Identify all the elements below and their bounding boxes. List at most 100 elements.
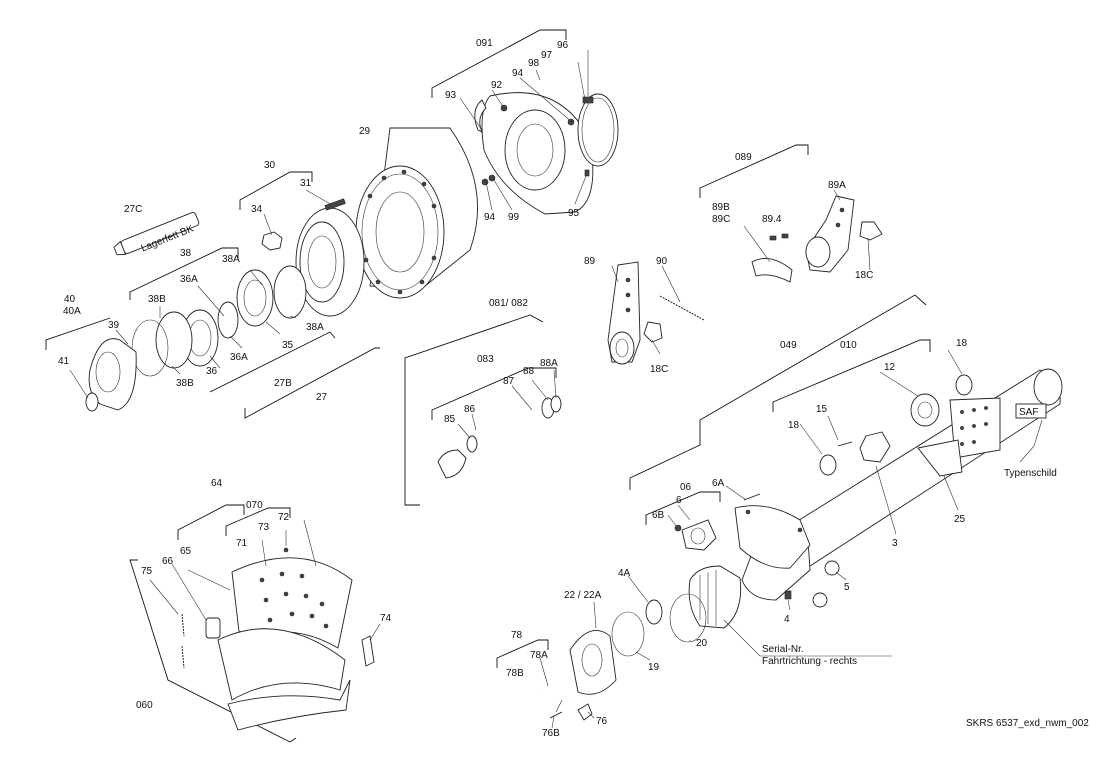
label-38: 38 xyxy=(180,248,192,259)
label-6b: 6B xyxy=(652,510,665,521)
label-27b: 27B xyxy=(274,378,292,389)
label-39: 39 xyxy=(108,320,120,331)
label-38a-lower: 38A xyxy=(306,322,324,333)
axle-beam-049 xyxy=(688,368,1063,629)
label-36a-upper: 36A xyxy=(180,274,198,285)
label-15: 15 xyxy=(816,404,828,415)
label-78a: 78A xyxy=(530,650,548,661)
label-92: 92 xyxy=(491,80,503,91)
label-typenschild: Typenschild xyxy=(1004,468,1057,479)
label-71: 71 xyxy=(236,538,248,549)
label-89a: 89A xyxy=(828,180,846,191)
label-3: 3 xyxy=(892,538,898,549)
label-18c-upper: 18C xyxy=(855,270,873,281)
label-27c: 27C xyxy=(124,204,142,215)
label-6a: 6A xyxy=(712,478,725,489)
label-27: 27 xyxy=(316,392,328,403)
bracket-070 xyxy=(225,507,291,536)
label-049: 049 xyxy=(780,340,797,351)
label-22-22a: 22 / 22A xyxy=(564,590,602,601)
bracket-38 xyxy=(129,247,239,300)
label-12: 12 xyxy=(884,362,896,373)
bracket-081-side xyxy=(404,368,420,506)
label-5: 5 xyxy=(844,582,850,593)
label-31: 31 xyxy=(300,178,312,189)
label-95: 95 xyxy=(568,208,580,219)
label-89c: 89C xyxy=(712,214,730,225)
brake-drum-29 xyxy=(355,127,479,299)
label-06: 06 xyxy=(680,482,692,493)
slack-adjuster-89 xyxy=(607,261,641,365)
label-76b: 76B xyxy=(542,728,560,739)
label-90: 90 xyxy=(656,256,668,267)
label-4: 4 xyxy=(784,614,790,625)
label-089: 089 xyxy=(735,152,752,163)
bearings xyxy=(131,265,307,377)
label-060: 060 xyxy=(136,700,153,711)
bracket-091 xyxy=(431,29,567,98)
bracket-049 xyxy=(629,294,927,490)
label-36a-lower: 36A xyxy=(230,352,248,363)
camshaft-083 xyxy=(437,395,562,479)
label-35: 35 xyxy=(282,340,294,351)
label-85: 85 xyxy=(444,414,456,425)
label-25: 25 xyxy=(954,514,966,525)
brake-shoes-060 xyxy=(181,547,375,731)
label-93: 93 xyxy=(445,90,457,101)
label-serial: Serial-Nr. xyxy=(762,644,804,655)
label-99: 99 xyxy=(508,212,520,223)
label-94b: 94 xyxy=(484,212,496,223)
grease-tube-27c xyxy=(113,211,200,256)
leader-lines xyxy=(69,50,1043,729)
label-010: 010 xyxy=(840,340,857,351)
label-18c-lower: 18C xyxy=(650,364,668,375)
label-73: 73 xyxy=(258,522,270,533)
label-fahrtrichtung: Fahrtrichtung - rechts xyxy=(762,656,857,667)
hub-cap-40 xyxy=(85,338,137,412)
label-97: 97 xyxy=(541,50,553,61)
wheel-hub-30 xyxy=(261,198,365,317)
seals-4a-19-20 xyxy=(611,593,707,657)
label-18-upper: 18 xyxy=(956,338,968,349)
label-saf: SAF xyxy=(1019,407,1038,418)
label-89: 89 xyxy=(584,256,596,267)
label-65: 65 xyxy=(180,546,192,557)
label-18-lower: 18 xyxy=(788,420,800,431)
bracket-30 xyxy=(239,171,313,210)
bracket-27b xyxy=(209,331,336,393)
bracket-060 xyxy=(129,559,297,743)
clamp-96 xyxy=(577,93,619,167)
brake-chamber-bracket-06 xyxy=(674,493,840,608)
bracket-27 xyxy=(244,347,380,419)
bracket-089 xyxy=(699,144,809,198)
label-30: 30 xyxy=(264,160,276,171)
label-38a-upper: 38A xyxy=(222,254,240,265)
bracket-78 xyxy=(496,639,549,668)
label-78: 78 xyxy=(511,630,523,641)
label-38b-lower: 38B xyxy=(176,378,194,389)
label-083: 083 xyxy=(477,354,494,365)
bracket-40 xyxy=(45,317,111,350)
label-75: 75 xyxy=(141,566,153,577)
label-88a: 88A xyxy=(540,358,558,369)
label-34: 34 xyxy=(251,204,263,215)
label-87: 87 xyxy=(503,376,515,387)
label-89-4: 89.4 xyxy=(762,214,782,225)
bracket-parts-010 xyxy=(819,374,973,476)
label-29: 29 xyxy=(359,126,371,137)
bracket-081 xyxy=(404,314,544,368)
label-38b-upper: 38B xyxy=(148,294,166,305)
group-brackets xyxy=(45,29,931,743)
label-20: 20 xyxy=(696,638,708,649)
label-19: 19 xyxy=(648,662,660,673)
label-36: 36 xyxy=(206,366,218,377)
label-41: 41 xyxy=(58,356,70,367)
bracket-010 xyxy=(772,339,931,412)
bracket-06 xyxy=(645,491,721,525)
label-66: 66 xyxy=(162,556,174,567)
label-4a: 4A xyxy=(618,568,631,579)
label-88: 88 xyxy=(523,366,535,377)
part-labels: 091 96 97 98 94 92 93 29 95 94 99 089 89… xyxy=(58,38,1057,739)
label-89b: 89B xyxy=(712,202,730,213)
